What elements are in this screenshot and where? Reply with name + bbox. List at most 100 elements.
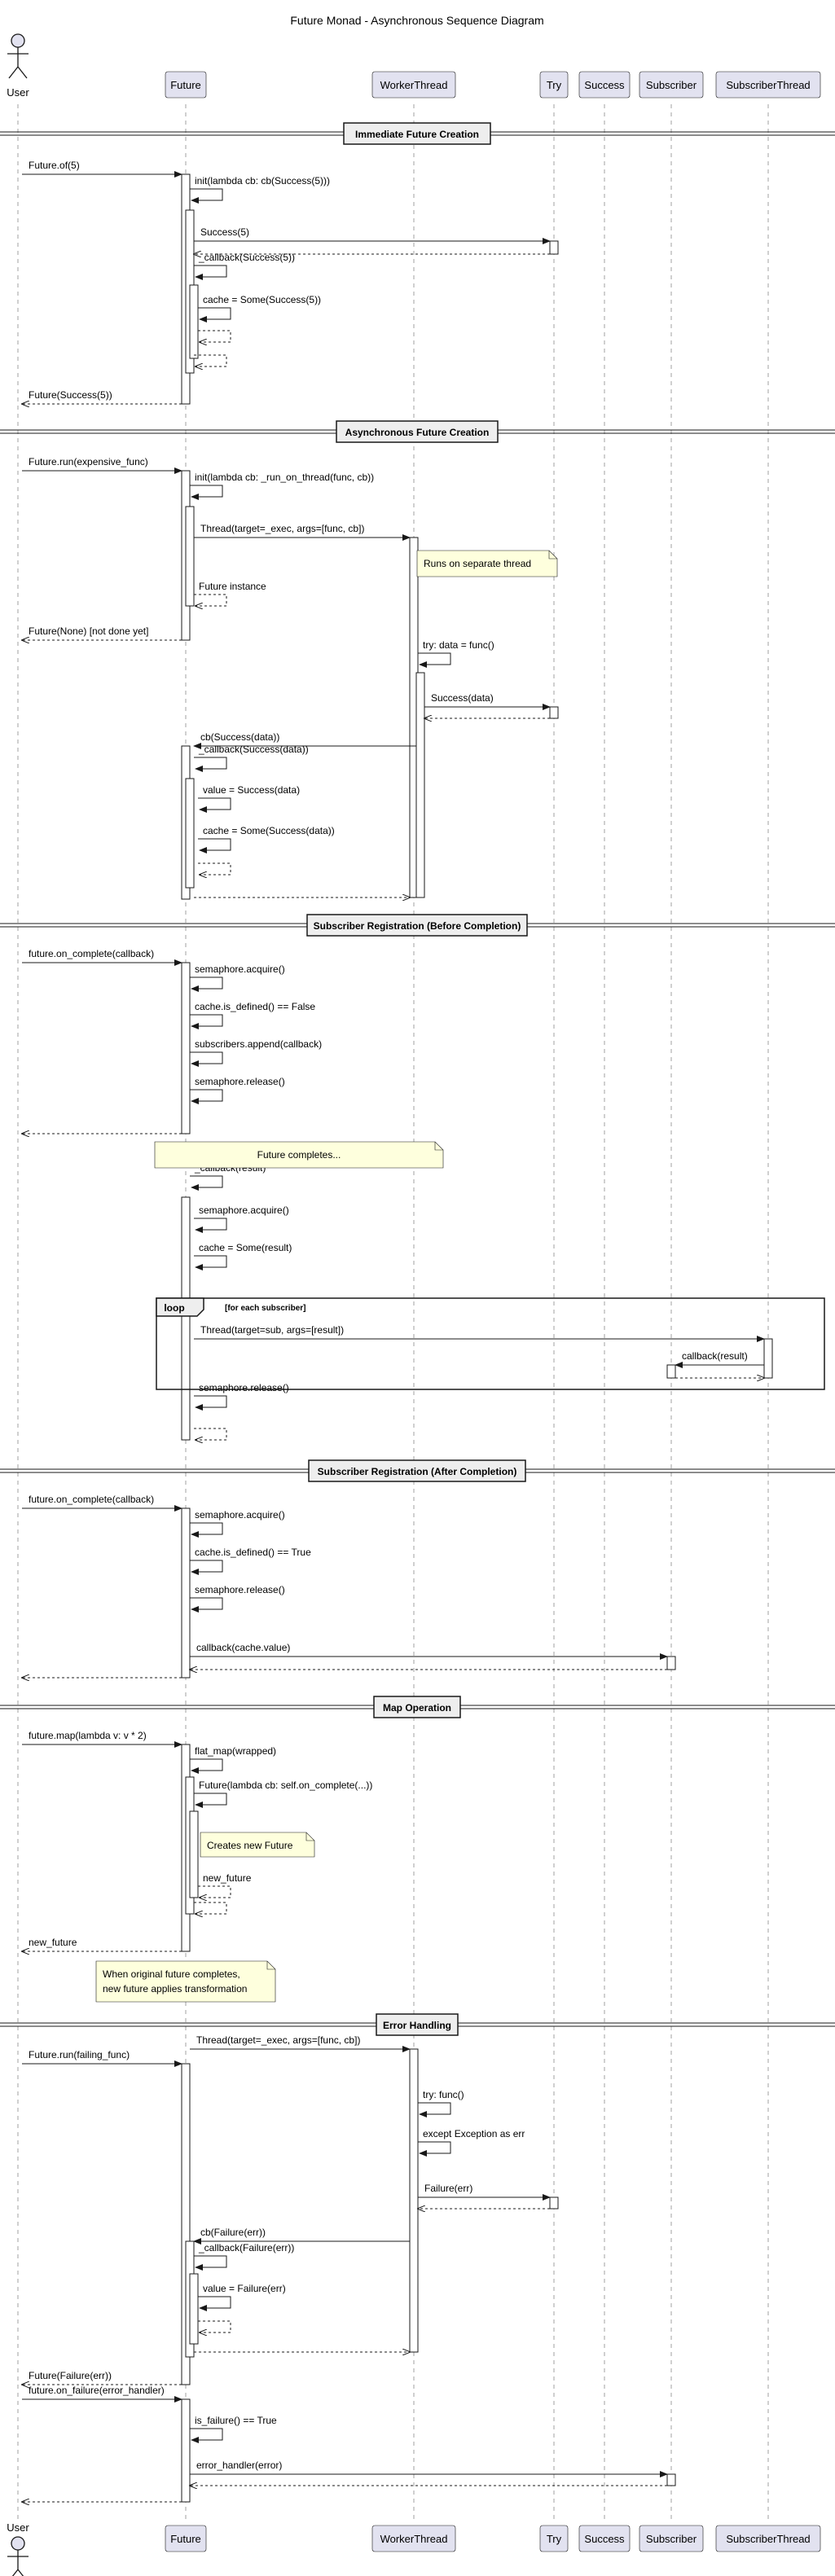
section-label-box <box>336 420 499 443</box>
message-label: semaphore.acquire() <box>195 1509 285 1521</box>
message: is_failure() == True <box>190 2415 277 2443</box>
message-label: future.map(lambda v: v * 2) <box>29 1730 147 1741</box>
activation-bar <box>181 1196 191 1441</box>
message: Future.of(5) <box>22 160 182 178</box>
participant-success-top: Success <box>578 71 631 99</box>
message: callback(result) <box>675 1350 764 1368</box>
return-message <box>194 1428 227 1440</box>
message-label: callback(cache.value) <box>196 1642 290 1653</box>
participant-subscriber-bottom: Subscriber <box>639 2525 704 2552</box>
activation-bar <box>666 2473 676 2486</box>
participant-try-bottom: Try <box>539 2525 569 2552</box>
message: Future.run(expensive_func) <box>22 456 182 474</box>
message-label: Success(5) <box>200 226 249 238</box>
message: cache = Some(Success(data)) <box>198 825 335 854</box>
actor-head-icon <box>11 33 25 48</box>
message: new_future <box>198 1872 252 1898</box>
diagram-title: Future Monad - Asynchronous Sequence Dia… <box>290 14 543 27</box>
section-title: Error Handling <box>383 2020 451 2031</box>
message-label: _callback(Success(5)) <box>198 252 295 263</box>
participant-label: SubscriberThread <box>726 2533 810 2545</box>
message-label: Future(None) [not done yet] <box>29 625 148 637</box>
participant-label: WorkerThread <box>380 2533 448 2545</box>
message-label: semaphore.release() <box>195 1584 285 1595</box>
message: Success(5) <box>194 226 551 244</box>
message: cache.is_defined() == True <box>190 1547 311 1575</box>
participant-label: Success <box>584 2533 625 2545</box>
message: semaphore.acquire() <box>194 1205 289 1233</box>
section-divider: Asynchronous Future Creation <box>0 420 835 443</box>
section-divider: Subscriber Registration (Before Completi… <box>0 914 835 937</box>
message: Failure(err) <box>418 2183 551 2201</box>
message: future.on_failure(error_handler) <box>22 2385 182 2403</box>
activation-bar <box>181 962 191 1134</box>
section-label-box <box>376 2013 459 2036</box>
participant-label: User <box>7 86 29 99</box>
message-label: Thread(target=_exec, args=[func, cb]) <box>196 2034 360 2046</box>
participant-label: User <box>7 2521 29 2534</box>
message-label: cache.is_defined() == True <box>195 1547 311 1558</box>
message-label: cache = Some(result) <box>199 1242 292 1253</box>
message: value = Success(data) <box>198 784 300 813</box>
message-label: _callback(Success(data)) <box>198 744 309 755</box>
message: try: func() <box>418 2089 464 2117</box>
message: semaphore.acquire() <box>190 1509 285 1538</box>
message-label: callback(result) <box>682 1350 748 1362</box>
message: callback(cache.value) <box>190 1642 668 1660</box>
participant-label: Subscriber <box>646 79 697 91</box>
message: semaphore.release() <box>194 1382 289 1411</box>
participant-box <box>539 2525 569 2552</box>
activation-bar <box>185 506 195 607</box>
activation-bar <box>549 2196 559 2210</box>
activation-bar <box>181 2398 191 2503</box>
message: Future(Success(5)) <box>22 389 182 404</box>
message-label: cache = Some(Success(5)) <box>203 294 321 305</box>
message: future.on_complete(callback) <box>22 1494 182 1512</box>
participant-future-top: Future <box>165 71 207 99</box>
participant-label: Future <box>170 79 201 91</box>
message: _callback(Success(data)) <box>194 744 309 772</box>
message-label: Future(Success(5)) <box>29 389 112 401</box>
participant-subscriber-top: Subscriber <box>639 71 704 99</box>
participant-future-bottom: Future <box>165 2525 207 2552</box>
note: Creates new Future <box>200 1832 315 1858</box>
section-title: Subscriber Registration (Before Completi… <box>314 920 521 932</box>
participant-box <box>639 71 704 99</box>
message: flat_map(wrapped) <box>190 1745 276 1774</box>
message-label: semaphore.release() <box>199 1382 289 1393</box>
section-divider: Subscriber Registration (After Completio… <box>0 1459 835 1482</box>
loop-keyword: loop <box>164 1302 184 1314</box>
message-label: init(lambda cb: _run_on_thread(func, cb)… <box>195 472 374 483</box>
note-text: Creates new Future <box>207 1840 293 1851</box>
participant-label: WorkerThread <box>380 79 448 91</box>
message-label: semaphore.release() <box>195 1076 285 1087</box>
section-title: Map Operation <box>383 1702 451 1714</box>
participant-success-bottom: Success <box>578 2525 631 2552</box>
return-message <box>198 330 231 342</box>
message: _callback(Success(5)) <box>194 252 295 280</box>
activation-bar <box>409 2048 419 2353</box>
actor-body-icon <box>7 47 29 79</box>
participant-box <box>715 71 821 99</box>
message-label: init(lambda cb: cb(Success(5))) <box>195 175 330 187</box>
message-label: Future instance <box>199 581 266 592</box>
participant-user-bottom: User <box>7 2521 29 2576</box>
note-text: Runs on separate thread <box>424 558 531 569</box>
participant-label: Future <box>170 2533 201 2545</box>
section-divider: Map Operation <box>0 1696 835 1718</box>
message: Future(Failure(err)) <box>22 2370 182 2385</box>
note: When original future completes,new futur… <box>95 1960 276 2003</box>
note-text: Future completes... <box>257 1149 341 1161</box>
message-label: subscribers.append(callback) <box>195 1038 322 1050</box>
participant-box <box>371 2525 456 2552</box>
message: Future(lambda cb: self.on_complete(...)) <box>194 1780 372 1808</box>
actor-head-icon <box>11 2536 25 2551</box>
message-label: Future.run(expensive_func) <box>29 456 148 467</box>
return-message <box>194 354 227 366</box>
message: value = Failure(err) <box>198 2283 286 2311</box>
section-divider: Error Handling <box>0 2013 835 2036</box>
message-label: semaphore.acquire() <box>199 1205 289 1216</box>
participant-box <box>371 71 456 99</box>
message-label: cb(Failure(err)) <box>200 2227 266 2238</box>
message: subscribers.append(callback) <box>190 1038 322 1067</box>
